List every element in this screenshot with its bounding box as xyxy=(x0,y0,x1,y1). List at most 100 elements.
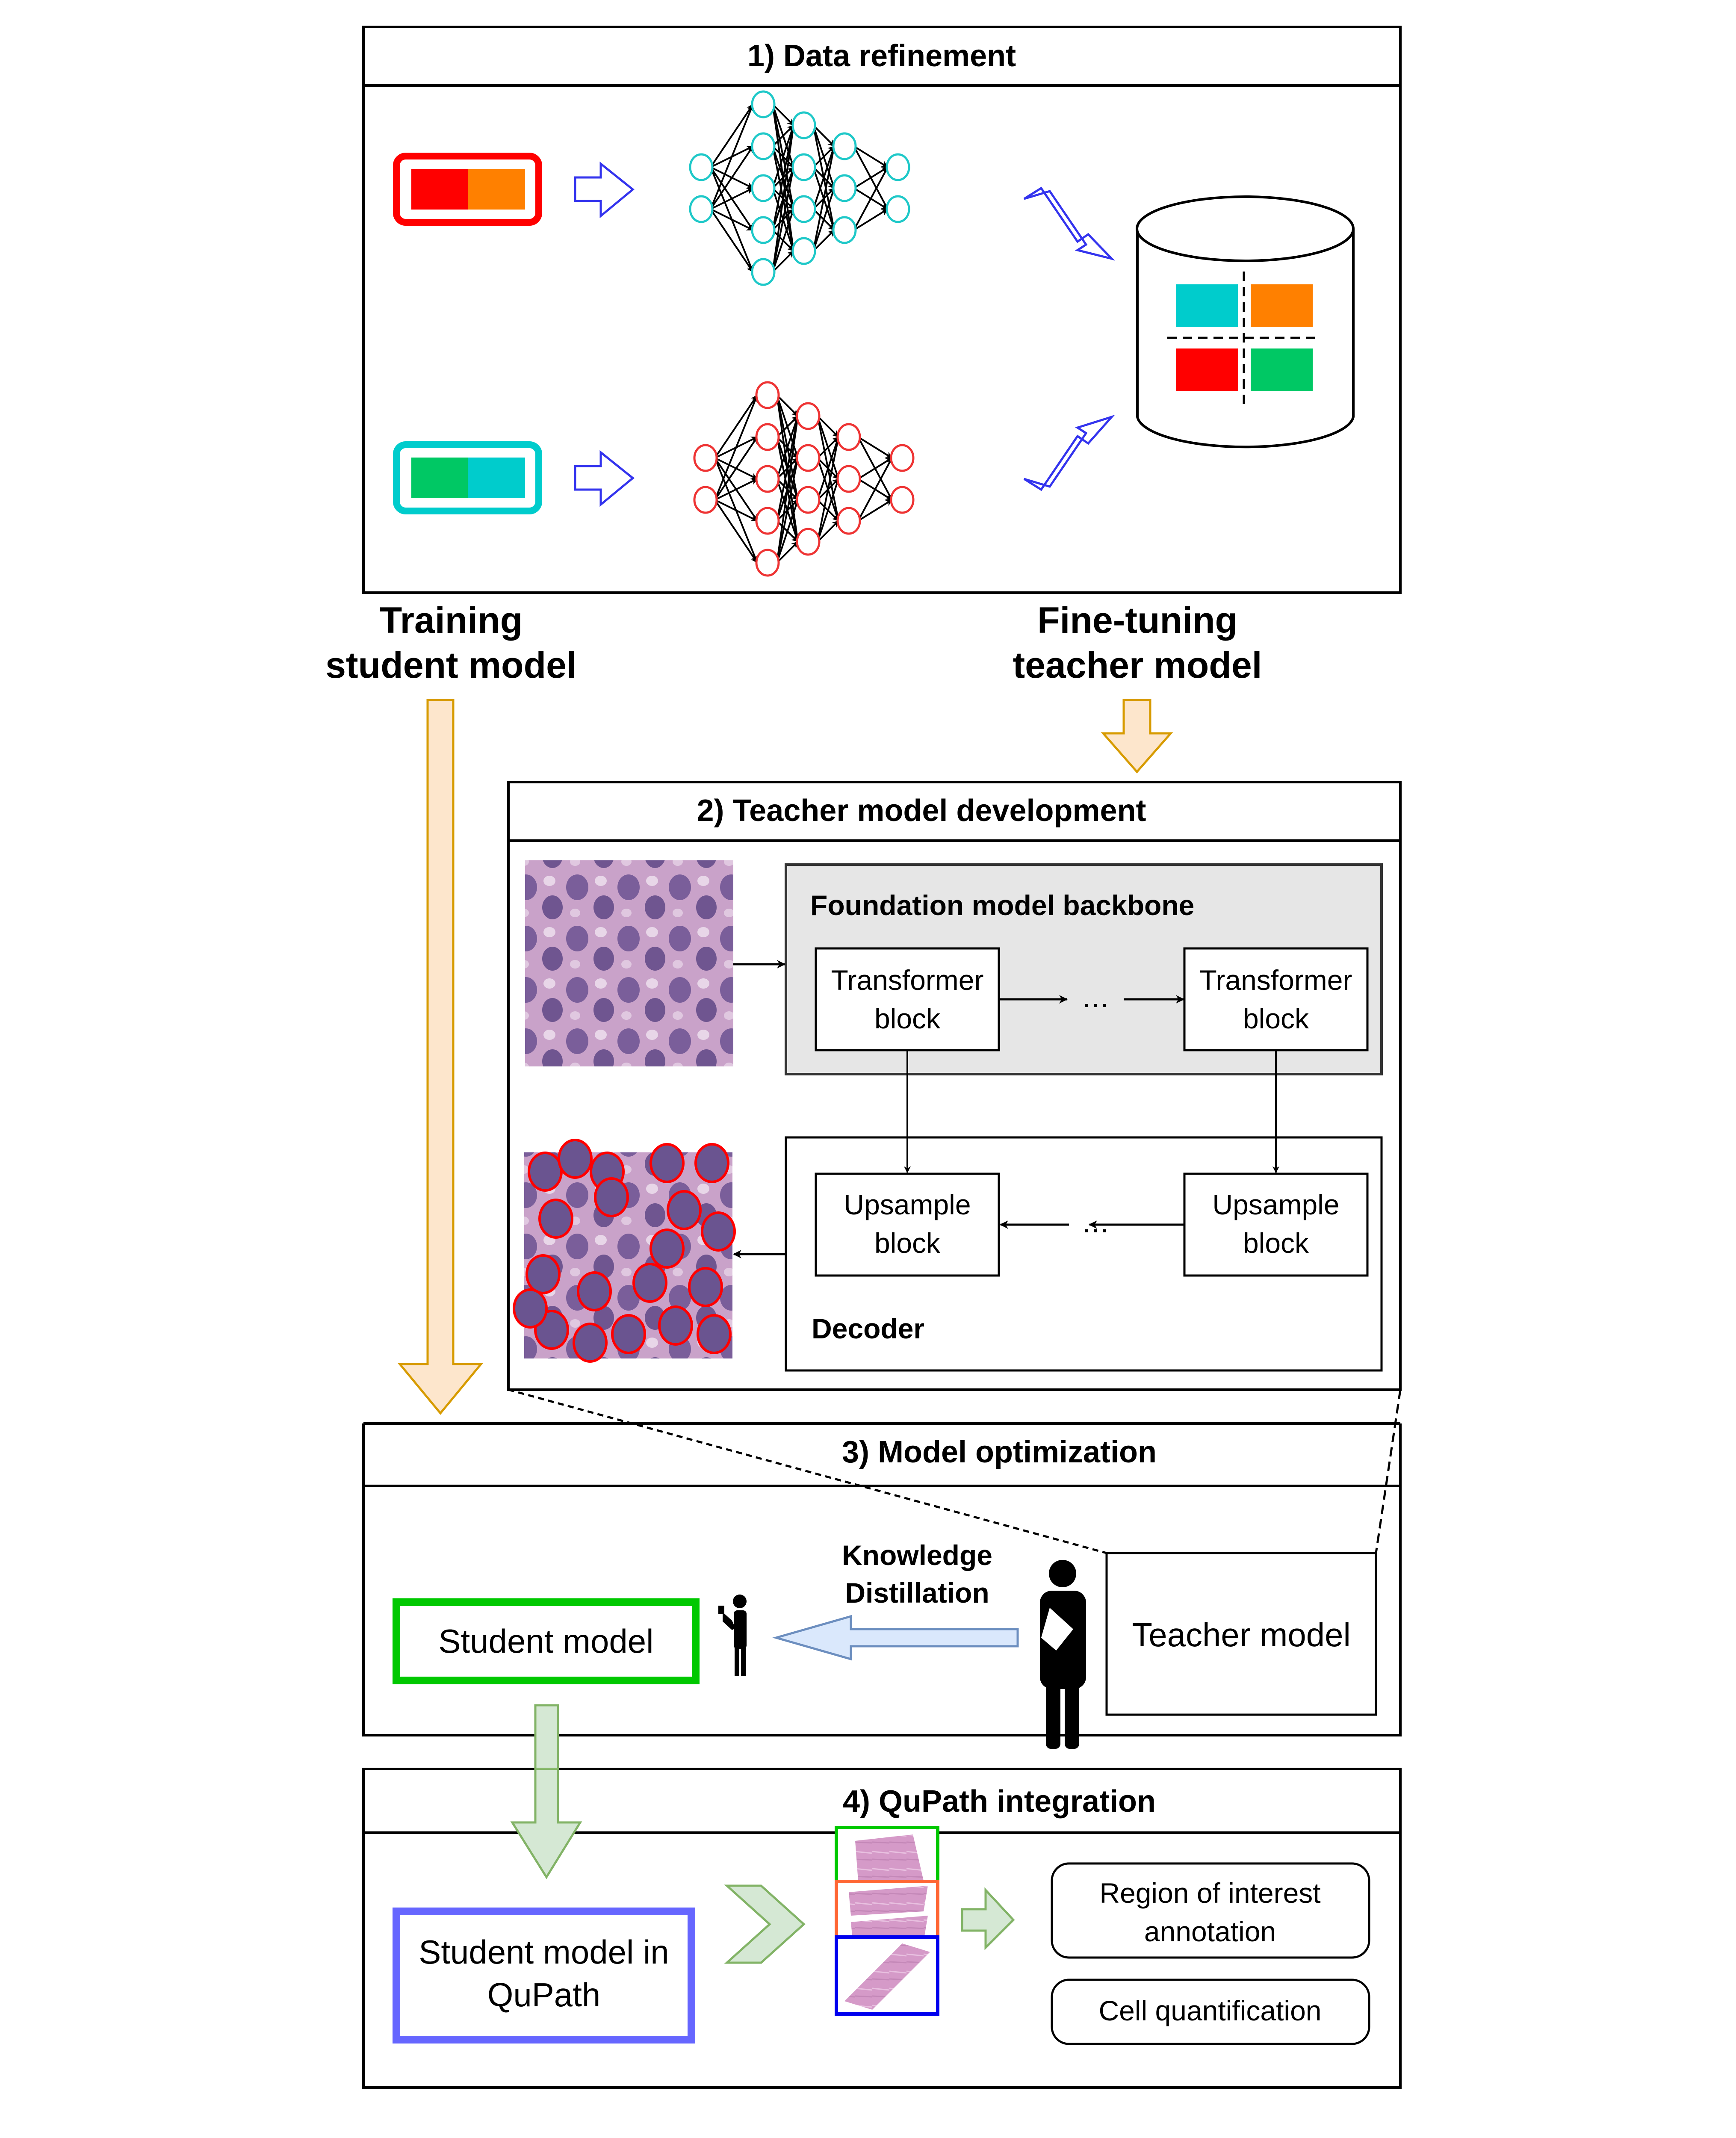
kd-label-line2: Distillation xyxy=(845,1577,989,1609)
nn-connection xyxy=(772,124,795,189)
arrow-right-icon xyxy=(961,1887,1015,1951)
roi-label-line2: annotation xyxy=(1144,1916,1276,1947)
nn-connection xyxy=(812,124,835,147)
nn-node xyxy=(693,486,718,514)
section1-title: 1) Data refinement xyxy=(747,39,1016,73)
nucleus-outline xyxy=(658,1305,693,1346)
section-data-refinement: 1) Data refinement xyxy=(362,26,1402,594)
nucleus-outline xyxy=(513,1288,548,1329)
input-histology-image xyxy=(525,860,733,1066)
nucleus-outline xyxy=(650,1228,685,1269)
qupath-student-label-line1: Student model in xyxy=(419,1933,669,1971)
nucleus-outline xyxy=(577,1271,612,1311)
upsample-block-1 xyxy=(815,1172,1000,1277)
dataset-class-a xyxy=(411,169,468,210)
nn-connection xyxy=(710,187,754,210)
nn-node xyxy=(755,381,780,409)
student-model-qupath-box xyxy=(393,1908,695,2044)
db-cell-red xyxy=(1176,348,1238,391)
nn-connection xyxy=(776,415,800,521)
transformer-block-n-label: block xyxy=(1243,1003,1309,1034)
training-student-label-line1: Training xyxy=(380,600,523,641)
nn-node xyxy=(693,444,718,472)
roi-annotation-box xyxy=(1051,1862,1370,1959)
nn-connection xyxy=(812,145,836,210)
finetune-teacher-label-line1: Fine-tuning xyxy=(1037,600,1237,641)
nucleus-outline xyxy=(573,1323,608,1363)
nn-node xyxy=(791,237,816,265)
section3-title: 3) Model optimization xyxy=(842,1435,1157,1469)
nn-node xyxy=(832,174,857,202)
nn-node xyxy=(836,507,861,535)
nn-connection xyxy=(812,229,835,252)
nucleus-outline xyxy=(611,1314,646,1354)
nucleus-outline xyxy=(694,1143,729,1183)
transformer-block-1-label: Transformer xyxy=(831,964,984,996)
nn-node xyxy=(886,153,910,181)
nn-connection xyxy=(772,250,794,273)
transformer-block-1-label: block xyxy=(874,1003,941,1034)
student-model-label: Student model xyxy=(438,1622,653,1660)
nn-connection xyxy=(710,208,754,273)
nn-connection xyxy=(776,415,800,479)
nn-connection xyxy=(853,145,889,168)
nn-connection xyxy=(857,499,893,522)
nucleus-outline xyxy=(632,1263,667,1303)
db-cell-orange xyxy=(1251,284,1313,327)
finetune-teacher-label-line2: teacher model xyxy=(1013,645,1262,686)
nn-node xyxy=(796,486,821,514)
nn-node xyxy=(755,507,780,535)
nn-connection xyxy=(710,103,754,210)
nn-connection xyxy=(857,457,893,521)
arrow-right-icon xyxy=(574,450,635,507)
nucleus-outline xyxy=(558,1139,593,1179)
roi-label-line1: Region of interest xyxy=(1099,1877,1320,1909)
nucleus-outline xyxy=(538,1199,573,1239)
nucleus-outline xyxy=(528,1152,563,1192)
cell-quant-label: Cell quantification xyxy=(1099,1995,1322,2026)
nn-connection xyxy=(710,145,754,210)
nn-connection xyxy=(817,436,840,500)
zoom-connector-line xyxy=(508,1388,1107,1554)
nn-connection xyxy=(772,124,796,230)
nn-node xyxy=(890,486,915,514)
qupath-student-label-line2: QuPath xyxy=(487,1976,601,2014)
nucleus-outline xyxy=(526,1254,561,1294)
student-model-box xyxy=(393,1598,700,1684)
nn-node xyxy=(886,195,910,223)
nn-connection xyxy=(772,103,794,126)
zoom-connector-line xyxy=(1375,1389,1402,1553)
nn-node xyxy=(832,216,857,244)
teacher-person-icon xyxy=(1040,1560,1086,1749)
segmented-histology-image xyxy=(513,1139,736,1363)
nn-node xyxy=(890,444,915,472)
nucleus-outline xyxy=(697,1314,732,1354)
nn-connection xyxy=(772,166,796,272)
database-icon xyxy=(1136,195,1355,449)
nn-connection xyxy=(710,103,754,168)
nn-connection xyxy=(714,499,758,522)
nucleus-outline xyxy=(667,1190,702,1230)
upsample-block-1-label: block xyxy=(874,1227,941,1259)
transformer-block-1 xyxy=(815,947,1000,1051)
neural-network-red xyxy=(693,381,915,577)
nn-node xyxy=(751,132,776,160)
nn-connection xyxy=(817,436,841,542)
backbone-title: Foundation model backbone xyxy=(810,889,1194,921)
nn-connection xyxy=(817,520,839,543)
chevron-right-icon xyxy=(724,1884,806,1964)
nn-node xyxy=(832,132,857,160)
section-qupath-integration: 4) QuPath integration Student model in Q… xyxy=(362,1768,1402,2089)
nn-connection xyxy=(776,499,800,563)
nn-node xyxy=(751,90,776,118)
training-student-label-line2: student model xyxy=(325,645,577,686)
nn-node xyxy=(755,423,780,451)
section-teacher-model-development: 2) Teacher model development Foundation … xyxy=(507,781,1402,1391)
teacher-model-label: Teacher model xyxy=(1132,1616,1351,1654)
nn-connection xyxy=(714,436,758,501)
nn-connection xyxy=(772,124,796,272)
nn-node xyxy=(755,465,780,493)
arrow-right-icon xyxy=(574,161,635,219)
knowledge-distillation-arrow xyxy=(772,1615,1019,1661)
nn-connection xyxy=(714,394,758,459)
